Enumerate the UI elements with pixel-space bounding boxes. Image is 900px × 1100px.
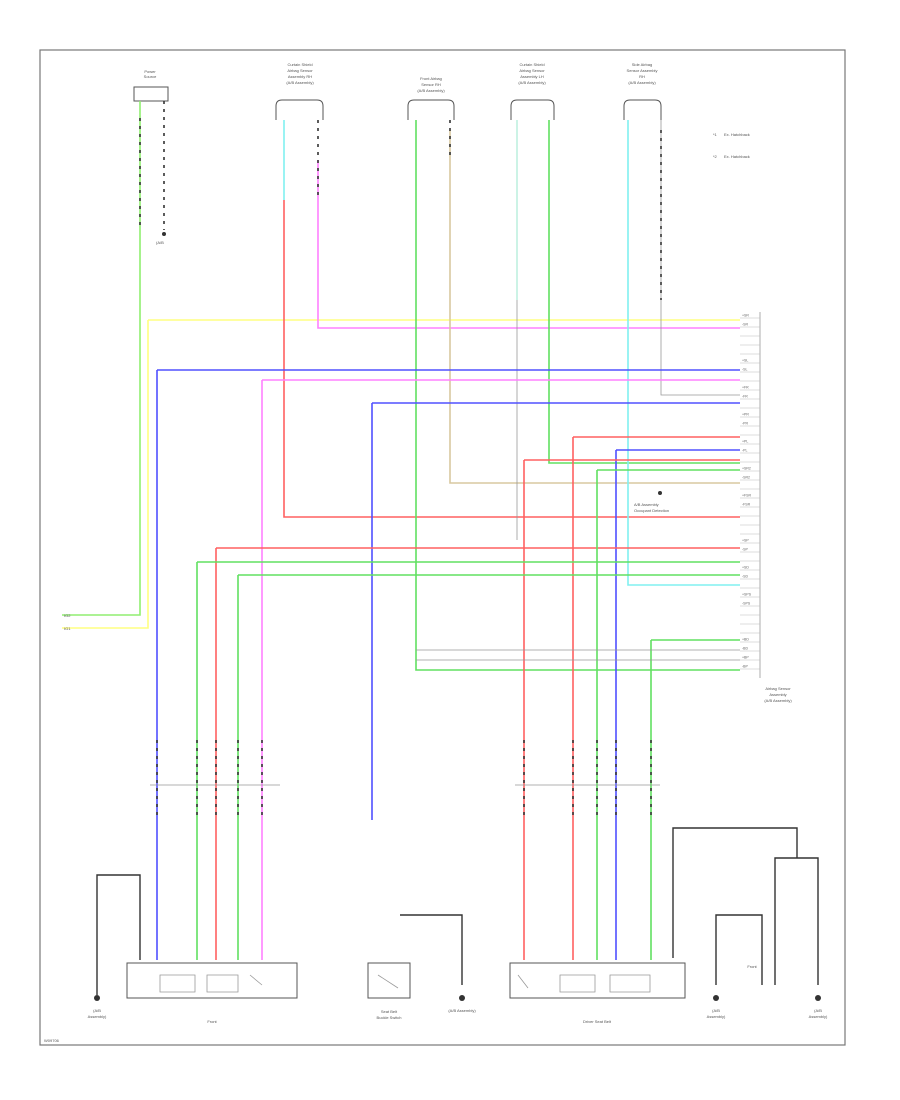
diagram-frame bbox=[39, 49, 846, 1046]
ecu-pin-label: +SP bbox=[742, 539, 749, 543]
side-airbag-line1: Side Airbag bbox=[632, 62, 652, 67]
ecu-pin-label: -BP bbox=[742, 665, 749, 669]
wire-group-power: (A/B bbox=[62, 101, 740, 629]
ecu-pin-label: -SD bbox=[742, 575, 749, 579]
legend: *1 Ex. Hatchback *2 Ex. Hatchback bbox=[713, 132, 750, 159]
ecu-internal-note: A/B Assembly Occupant Detection bbox=[634, 491, 669, 513]
wire-group-curtain-lh bbox=[516, 120, 740, 540]
ground-4-line1: (A/B bbox=[814, 1008, 822, 1013]
ecu-label: Airbag Sensor Assembly (A/B Assembly) bbox=[764, 686, 792, 703]
ecu-pin-label: +FSR bbox=[742, 494, 752, 498]
power-source-line1: Power bbox=[144, 69, 156, 74]
ground-3-line2: Assembly) bbox=[707, 1014, 726, 1019]
ground-2: (A/B Assembly) bbox=[448, 995, 476, 1013]
ground-4: (A/B Assembly) bbox=[809, 995, 828, 1019]
ecu-pin-label: +SPS bbox=[742, 593, 752, 597]
side-airbag-line3: RH bbox=[639, 74, 645, 79]
wire-group-bus bbox=[156, 369, 740, 960]
ground-3: (A/B Assembly) bbox=[707, 995, 726, 1019]
ground-4-line2: Assembly) bbox=[809, 1014, 828, 1019]
ecu-pin-label: -PR bbox=[742, 422, 749, 426]
front-airbag-line2: Sensor RH bbox=[421, 82, 441, 87]
curtain-rh-line1: Curtain Shield bbox=[287, 62, 312, 67]
ecu-pin-label: +BP bbox=[742, 656, 749, 660]
ecu-pin-label: -SP bbox=[742, 548, 749, 552]
component-driver-buckle-switch: Driver Seat Belt bbox=[509, 962, 686, 1024]
ecu-label-line2: Assembly bbox=[769, 692, 786, 697]
driver-buckle-label: Driver Seat Belt bbox=[583, 1019, 612, 1024]
legend-marker-1: *1 bbox=[713, 132, 718, 137]
ecu-label-line3: (A/B Assembly) bbox=[764, 698, 792, 703]
ecu-pin-label: -SPS bbox=[742, 602, 751, 606]
footer-code: W09706 bbox=[44, 1038, 60, 1043]
curtain-rh-line3: Assembly RH bbox=[288, 74, 312, 79]
power-feed-ig1: IG1 bbox=[64, 626, 71, 631]
power-feed-labels: IG2 IG1 bbox=[64, 613, 71, 631]
side-airbag-line4: (A/B Assembly) bbox=[628, 80, 656, 85]
side-airbag-line2: Sensor Assembly bbox=[627, 68, 658, 73]
ecu-pin-label: +SL bbox=[742, 359, 748, 363]
component-power-source: Power Source bbox=[133, 69, 169, 102]
wire-group-front-airbag bbox=[415, 120, 740, 671]
component-curtain-airbag-rh: Curtain Shield Airbag Sensor Assembly RH… bbox=[275, 62, 324, 120]
legend-marker-2: *2 bbox=[713, 154, 718, 159]
component-curtain-airbag-lh: Curtain Shield Airbag Sensor Assembly LH… bbox=[510, 62, 555, 120]
component-side-airbag-rh: Side Airbag Sensor Assembly RH (A/B Asse… bbox=[623, 62, 662, 120]
ground-1-line2: Assembly) bbox=[88, 1014, 107, 1019]
splice-group bbox=[150, 740, 660, 820]
ground-3-line1: (A/B bbox=[712, 1008, 720, 1013]
component-front-passenger-sensor: Front bbox=[126, 962, 298, 1024]
ecu-pin-label: +PL bbox=[742, 440, 748, 444]
svg-text:Power: Power bbox=[144, 69, 156, 74]
ecu-pin-label: -FSR bbox=[742, 503, 751, 507]
ecu-pin-label: -FR bbox=[742, 395, 748, 399]
legend-text-1: Ex. Hatchback bbox=[724, 132, 750, 137]
occupant-detection-label: Front bbox=[747, 964, 757, 969]
ecu-pin-label: -PL bbox=[742, 449, 748, 453]
component-occupant-detection: Front bbox=[672, 827, 819, 985]
passenger-buckle-label1: Seat Belt bbox=[381, 1009, 398, 1014]
front-airbag-line1: Front Airbag bbox=[420, 76, 442, 81]
ecu-note-line1: A/B Assembly bbox=[634, 502, 659, 507]
front-passenger-sensor-label: Front bbox=[207, 1019, 217, 1024]
ecu-pin-label: +SD bbox=[742, 566, 749, 570]
ecu-pin-label: +PR bbox=[742, 413, 749, 417]
ecu-pin-label: +SR bbox=[742, 314, 749, 318]
ecu-label-line1: Airbag Sensor bbox=[765, 686, 791, 691]
ecu-pin-column: +SR -SR +SL -SL +FR -FR +PR -PR +PL -PL +SR2 -SR2 +F… bbox=[740, 312, 761, 678]
power-feed-ig2: IG2 bbox=[64, 613, 71, 618]
ecu-pin-label: -BD bbox=[742, 647, 749, 651]
svg-text:Source: Source bbox=[144, 74, 157, 79]
legend-text-2: Ex. Hatchback bbox=[724, 154, 750, 159]
wire-group-curtain-rh bbox=[283, 120, 740, 518]
curtain-lh-line4: (A/B Assembly) bbox=[518, 80, 546, 85]
wire-group-side-airbag bbox=[627, 120, 740, 586]
curtain-lh-line1: Curtain Shield bbox=[519, 62, 544, 67]
power-source-line2: Source bbox=[144, 74, 157, 79]
curtain-lh-line2: Airbag Sensor bbox=[519, 68, 545, 73]
component-passenger-buckle-switch: Seat Belt Buckle Switch bbox=[367, 914, 463, 1020]
ground-1: (A/B Assembly) bbox=[88, 874, 141, 1019]
ground-1-line1: (A/B bbox=[93, 1008, 101, 1013]
ecu-pin-label: +FR bbox=[742, 386, 749, 390]
passenger-buckle-label2: Buckle Switch bbox=[377, 1015, 402, 1020]
ecu-pin-label: -SR2 bbox=[742, 476, 750, 480]
front-airbag-line3: (A/B Assembly) bbox=[417, 88, 445, 93]
ground-2-line1: (A/B Assembly) bbox=[448, 1008, 476, 1013]
ecu-pin-label: +SR2 bbox=[742, 467, 751, 471]
ecu-pin-label: -SL bbox=[742, 368, 748, 372]
ecu-pin-label: -SR bbox=[742, 323, 749, 327]
ecu-pin-label: +BD bbox=[742, 638, 749, 642]
ecu-note-line2: Occupant Detection bbox=[634, 508, 669, 513]
power-ground-label: (A/B bbox=[156, 240, 164, 245]
curtain-lh-line3: Assembly LH bbox=[520, 74, 544, 79]
component-front-airbag-rh: Front Airbag Sensor RH (A/B Assembly) bbox=[407, 76, 455, 120]
curtain-rh-line2: Airbag Sensor bbox=[287, 68, 313, 73]
curtain-rh-line4: (A/B Assembly) bbox=[286, 80, 314, 85]
